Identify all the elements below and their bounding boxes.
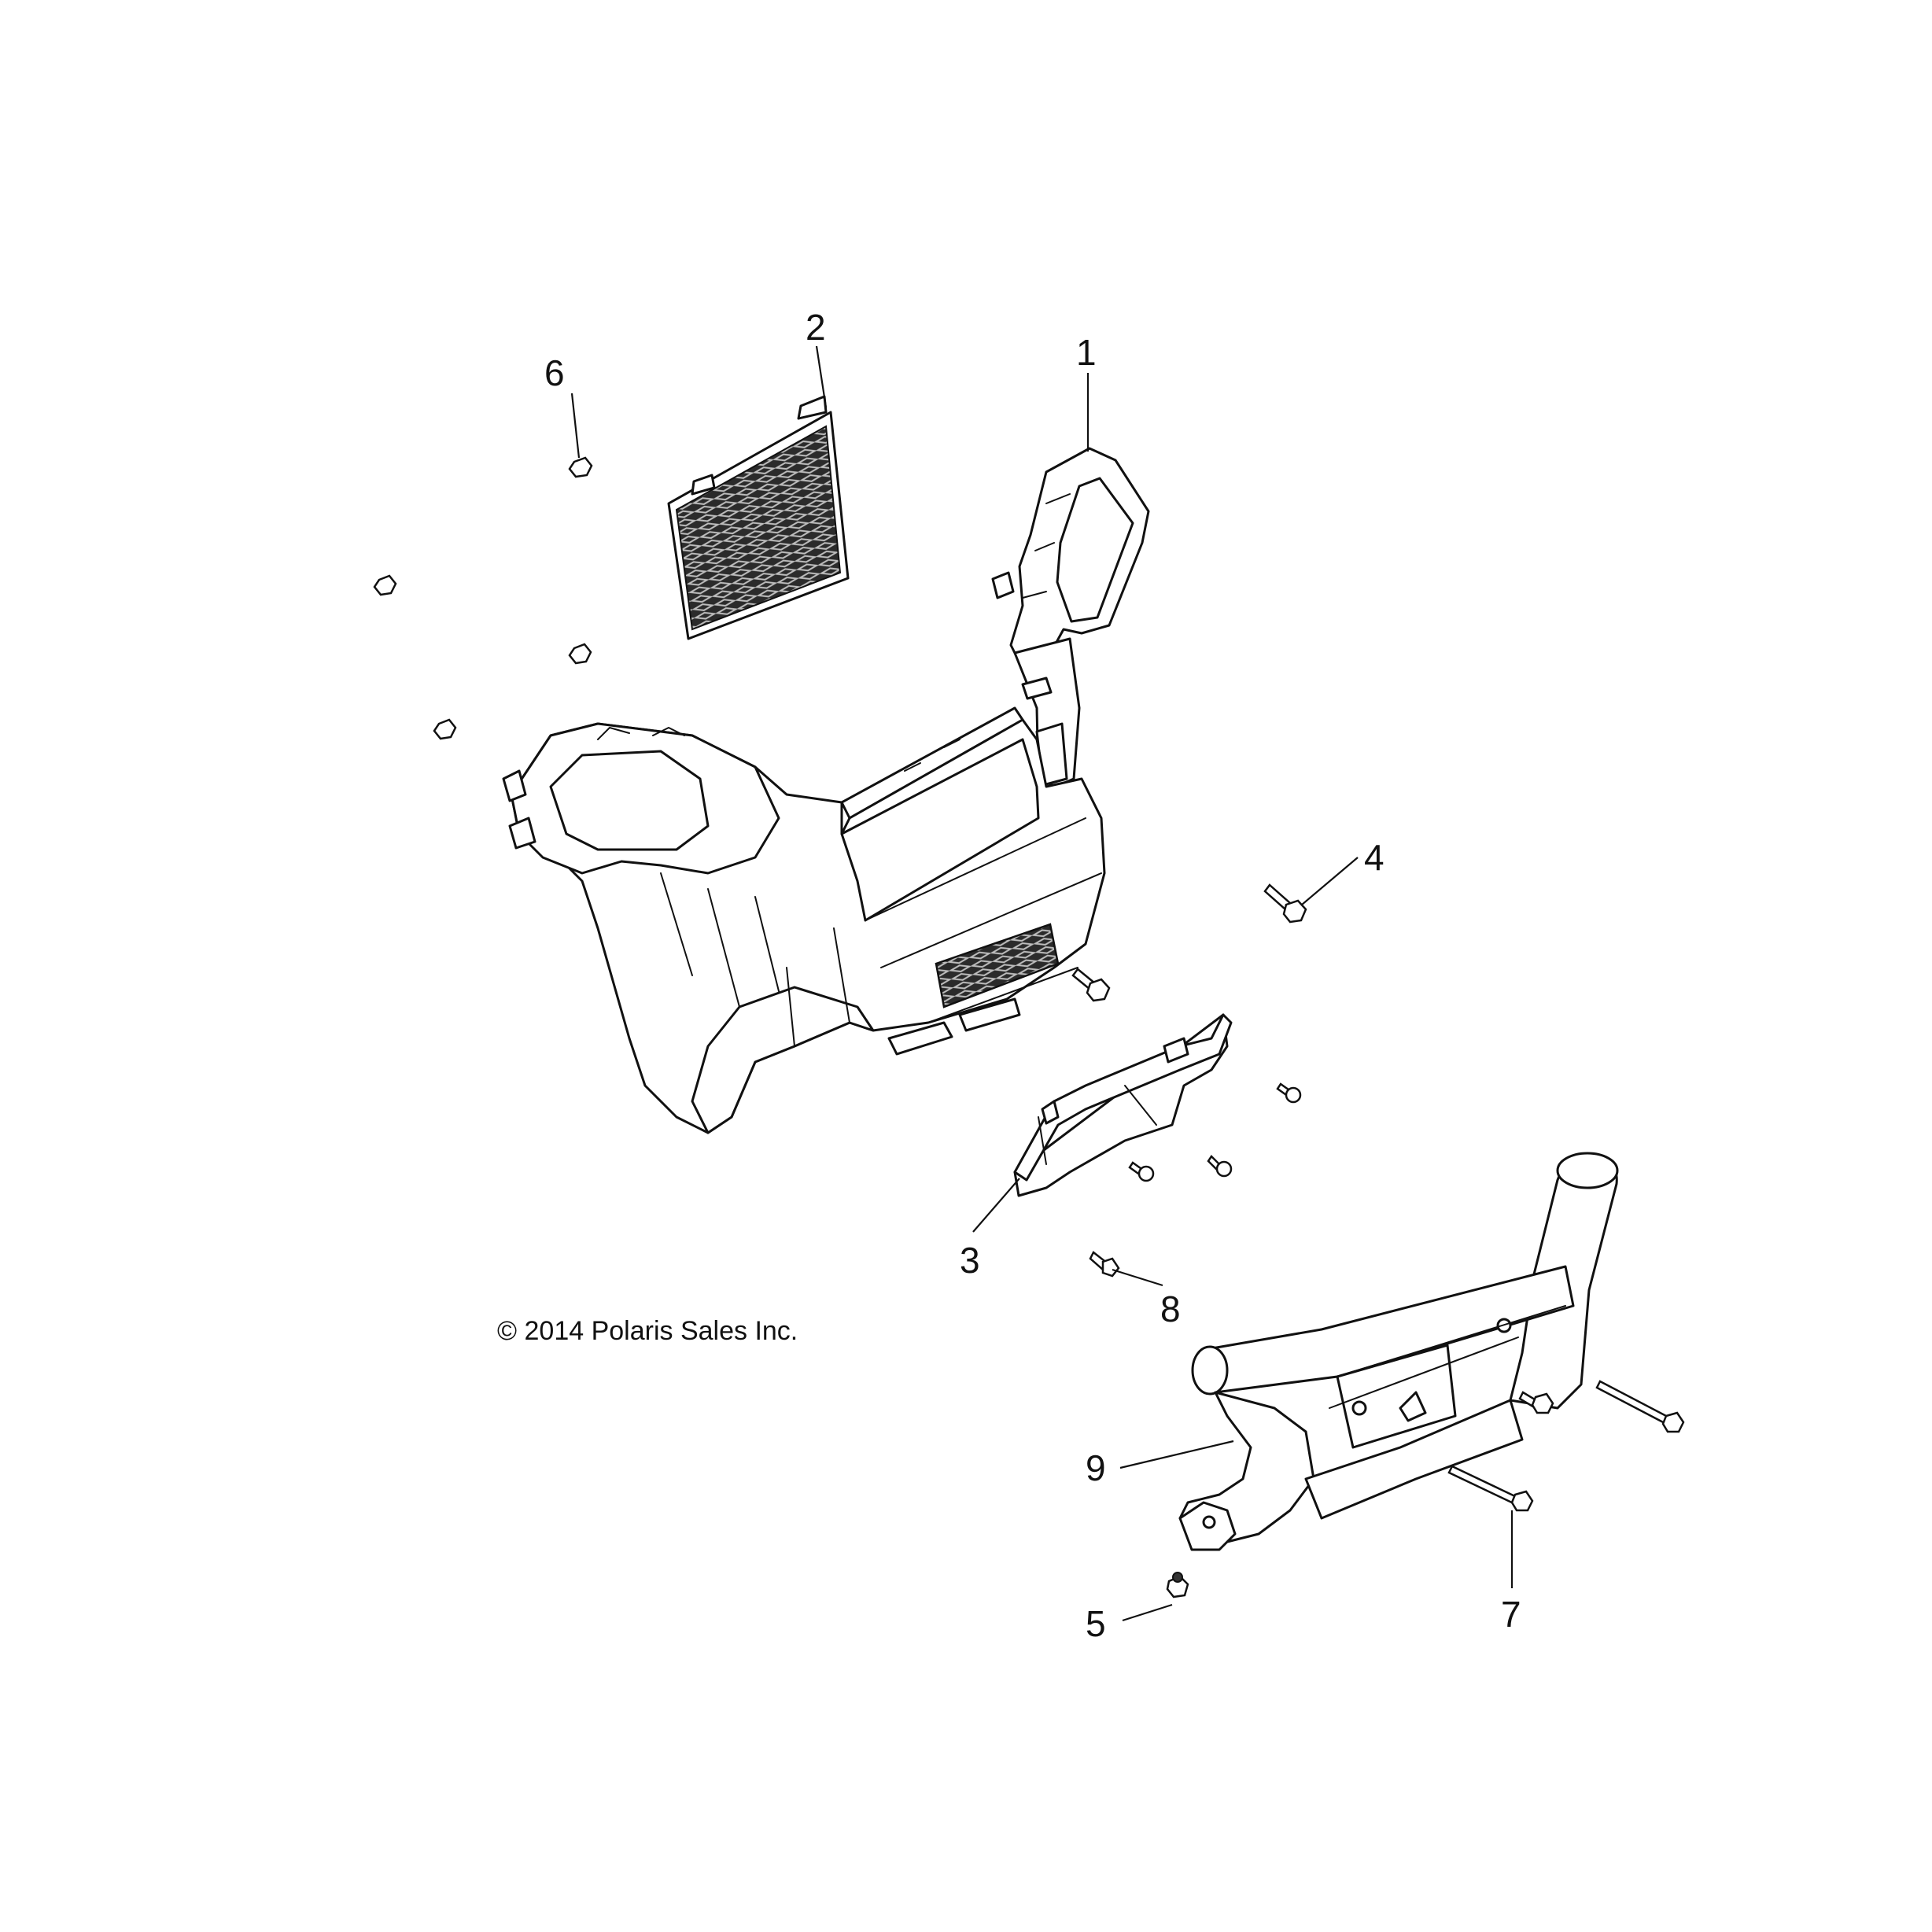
- callout-7: 7: [1501, 1594, 1521, 1635]
- screw-icon: [1207, 1155, 1233, 1178]
- copyright-notice: © 2014 Polaris Sales Inc.: [497, 1316, 798, 1346]
- skid-plate-part-3: [1013, 1013, 1233, 1197]
- callout-9: 9: [1086, 1447, 1106, 1488]
- front-cab-part-1: [502, 447, 1150, 1134]
- nut-icon: [373, 574, 397, 596]
- bumper-part-9: [1178, 1152, 1619, 1551]
- long-bolt-icon: [1595, 1380, 1685, 1433]
- nut-icon: [568, 643, 592, 665]
- nut-icon: [433, 718, 457, 740]
- callout-8: 8: [1160, 1289, 1181, 1329]
- callout-5: 5: [1086, 1603, 1106, 1644]
- callout-4: 4: [1364, 837, 1384, 878]
- screw-icon: [1128, 1161, 1155, 1182]
- grille-panel-part-2: [667, 395, 850, 640]
- leader-lines: [570, 345, 1514, 1622]
- callout-1: 1: [1076, 332, 1097, 373]
- bolt-icon: [1071, 968, 1111, 1002]
- nut-5-icon: [1166, 1572, 1189, 1598]
- callout-3: 3: [960, 1240, 980, 1281]
- push-rivet-8-icon: [1089, 1251, 1120, 1278]
- screw-icon: [1276, 1082, 1302, 1104]
- callout-2: 2: [806, 307, 826, 348]
- long-bolt-7-icon: [1447, 1465, 1534, 1512]
- bolt-4-icon: [1263, 883, 1307, 924]
- callout-6: 6: [544, 352, 565, 393]
- bolt-icon: [1518, 1391, 1554, 1414]
- nut-hardware-group: [373, 456, 593, 740]
- nut-icon: [568, 456, 593, 478]
